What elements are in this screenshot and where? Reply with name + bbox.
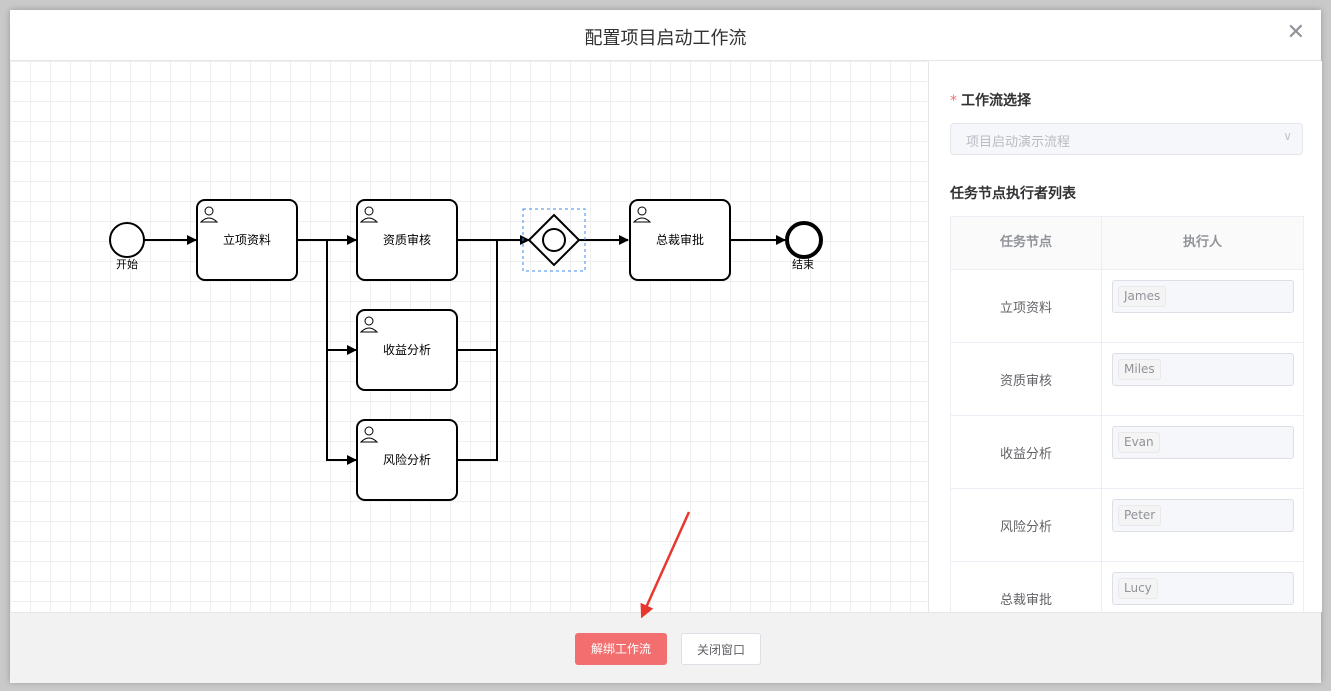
header-executor: 执行人	[1182, 235, 1222, 250]
workflow-select-label: *工作流选择	[950, 93, 1031, 109]
table-row: 风险分析 Peter	[951, 489, 1303, 562]
close-window-button[interactable]: 关闭窗口	[681, 633, 761, 665]
node-name: 风险分析	[999, 520, 1052, 535]
workflow-select-value: 项目启动演示流程	[966, 135, 1071, 150]
table-row: 总裁审批 Lucy	[951, 562, 1303, 612]
executor-tag: Evan	[1118, 432, 1160, 453]
inclusive-gateway[interactable]	[527, 213, 581, 267]
bpmn-diagram: 开始 立项资料 资质审核	[109, 199, 823, 501]
executor-select[interactable]: Peter	[1112, 499, 1294, 532]
task-label: 风险分析	[383, 452, 431, 467]
node-name: 立项资料	[999, 301, 1052, 316]
task-label: 资质审核	[383, 232, 431, 247]
end-event[interactable]	[785, 221, 823, 259]
table-row: 立项资料 James	[951, 270, 1303, 343]
dialog-header: 配置项目启动工作流 ✕	[10, 10, 1321, 61]
dialog-title: 配置项目启动工作流	[584, 28, 747, 49]
gateway-selection-box	[522, 208, 586, 272]
workflow-dialog: 配置项目启动工作流 ✕ 开始	[10, 10, 1322, 683]
task-node[interactable]: 立项资料	[196, 199, 298, 281]
executor-tag: Lucy	[1118, 578, 1158, 599]
table-header: 任务节点 执行人	[951, 217, 1303, 270]
executor-select[interactable]: Miles	[1112, 353, 1294, 386]
executor-tag: Miles	[1118, 359, 1161, 380]
executor-tag: James	[1118, 286, 1167, 307]
task-node[interactable]: 总裁审批	[629, 199, 731, 281]
config-panel: *工作流选择 项目启动演示流程 ∨ 任务节点执行者列表 任务节点 执行人 立项资…	[928, 61, 1322, 612]
dialog-footer: 解绑工作流 关闭窗口	[10, 612, 1321, 683]
chevron-down-icon: ∨	[1283, 129, 1292, 143]
start-event[interactable]	[109, 222, 145, 258]
executor-select[interactable]: James	[1112, 280, 1294, 313]
executor-select[interactable]: Evan	[1112, 426, 1294, 459]
table-row: 资质审核 Miles	[951, 343, 1303, 416]
executor-tag: Peter	[1118, 505, 1162, 526]
header-node: 任务节点	[951, 217, 1102, 269]
workflow-select[interactable]: 项目启动演示流程 ∨	[950, 123, 1303, 155]
node-name: 总裁审批	[999, 593, 1052, 608]
task-node[interactable]: 收益分析	[356, 309, 458, 391]
bpmn-canvas[interactable]: 开始 立项资料 资质审核	[10, 61, 927, 612]
task-label: 收益分析	[383, 343, 431, 357]
executor-table: 任务节点 执行人 立项资料 James 资质审核 Miles 收益分析 Evan…	[950, 216, 1304, 612]
sequence-flows	[144, 235, 786, 465]
end-label: 结束	[792, 258, 814, 271]
user-task-icon	[199, 206, 652, 443]
node-name: 资质审核	[999, 374, 1052, 389]
task-node[interactable]: 资质审核	[356, 199, 458, 281]
unbind-workflow-button[interactable]: 解绑工作流	[575, 633, 667, 665]
task-label: 立项资料	[223, 232, 271, 247]
executor-select[interactable]: Lucy	[1112, 572, 1294, 605]
executor-list-title: 任务节点执行者列表	[950, 186, 1076, 202]
close-icon[interactable]: ✕	[1286, 20, 1305, 45]
table-row: 收益分析 Evan	[951, 416, 1303, 489]
task-node[interactable]: 风险分析	[356, 419, 458, 501]
start-label: 开始	[116, 257, 138, 271]
task-label: 总裁审批	[656, 232, 704, 247]
node-name: 收益分析	[999, 447, 1052, 462]
